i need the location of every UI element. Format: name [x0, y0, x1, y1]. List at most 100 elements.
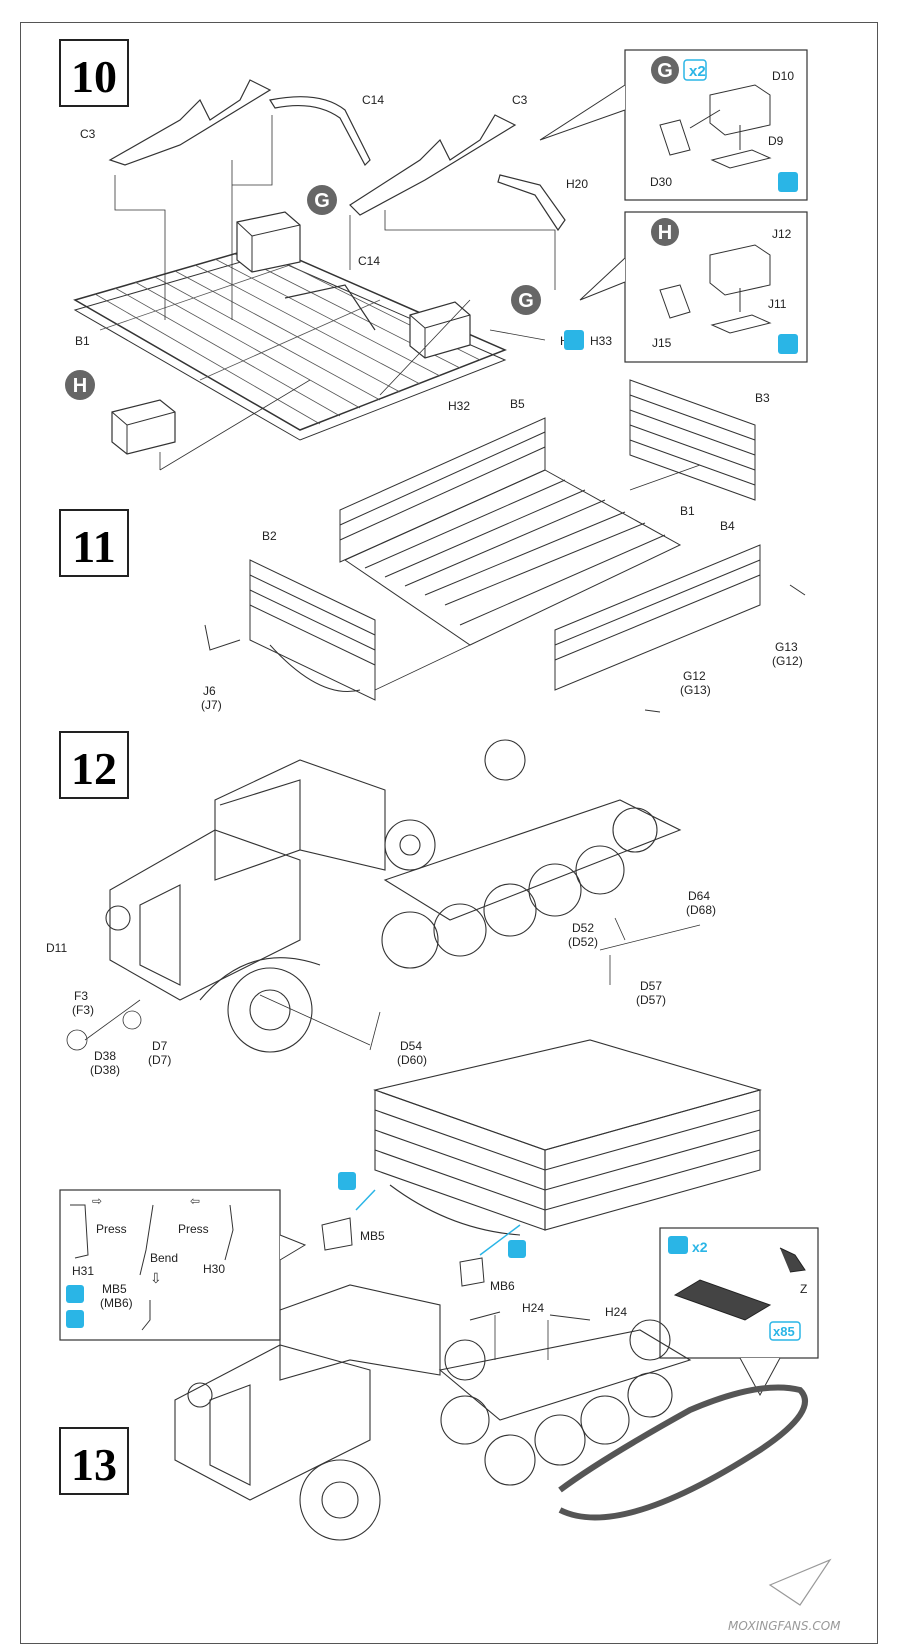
marker-g-2-label: G — [518, 290, 534, 312]
step-10: 10 C3 C14 C3 H20 — [59, 39, 808, 471]
label-d10: D10 — [772, 69, 794, 83]
label-j6: J6 — [203, 684, 216, 698]
halftrack-step12 — [105, 739, 682, 1053]
marker-g-2 — [511, 285, 541, 315]
label-d60: (D60) — [397, 1053, 427, 1067]
step-11: 11 B5 B3 B1 — [59, 379, 806, 713]
label-h30: H30 — [203, 1262, 225, 1276]
cargo-bed — [373, 1039, 762, 1236]
label-d57-alt: (D57) — [636, 993, 666, 1007]
rotate-mark-icon — [564, 330, 584, 350]
label-h24-1: H24 — [522, 1301, 544, 1315]
label-g12-alt: (G12) — [772, 654, 803, 668]
step-12-number: 12 — [71, 743, 117, 794]
label-g13: G13 — [775, 640, 798, 654]
callout-g-qty: x2 — [689, 63, 706, 80]
marker-g-1 — [307, 185, 337, 215]
track-inset: x2 Z x85 — [659, 1227, 819, 1397]
step-10-number: 10 — [71, 51, 117, 102]
glue-icon-3 — [66, 1310, 84, 1328]
glue-icon — [778, 172, 798, 192]
part-b4 — [554, 544, 761, 691]
step-13-number: 13 — [71, 1439, 117, 1490]
part-b1-bed — [343, 469, 682, 646]
heat-icon — [66, 1285, 84, 1303]
label-mb6: MB6 — [490, 1279, 515, 1293]
part-h20 — [497, 174, 566, 232]
step12-labels: D64 (D68) D52 (D52) D57 (D57) D11 F3 (F3… — [46, 889, 716, 1077]
halftrack-step13 — [174, 1284, 808, 1541]
svg-text:⇦: ⇦ — [190, 1194, 200, 1208]
label-press-1: Press — [96, 1222, 127, 1236]
part-box-h — [111, 399, 176, 455]
step12-guides — [66, 917, 701, 1051]
marker-g-1-label: G — [314, 190, 330, 212]
label-c3-right: C3 — [512, 93, 528, 107]
label-g13-alt: (G13) — [680, 683, 711, 697]
part-box-g-lower — [409, 301, 471, 359]
label-press-2: Press — [178, 1222, 209, 1236]
marker-h-label: H — [73, 375, 87, 397]
part-c3-left — [108, 79, 272, 166]
label-c3-left: C3 — [80, 127, 96, 141]
label-b2: B2 — [262, 529, 277, 543]
track-qty-2: x85 — [773, 1324, 795, 1339]
bend-inset: H31 ⇨ Press Bend ⇩ ⇦ Press H30 MB5 (MB6) — [59, 1189, 307, 1341]
label-b3: B3 — [755, 391, 770, 405]
glue-point-1 — [338, 1172, 356, 1190]
part-b5 — [339, 417, 546, 563]
label-b1: B1 — [75, 334, 90, 348]
label-h31: H31 — [72, 1264, 94, 1278]
label-c14-top: C14 — [362, 93, 384, 107]
label-d7-alt: (D7) — [148, 1053, 171, 1067]
step-11-box — [59, 509, 129, 577]
label-d9: D9 — [768, 134, 784, 148]
label-j12: J12 — [772, 227, 792, 241]
label-d38: D38 — [94, 1049, 116, 1063]
label-h24-2: H24 — [605, 1305, 627, 1319]
part-c3-right — [349, 114, 517, 216]
label-d11: D11 — [46, 941, 67, 955]
label-bend: Bend — [150, 1251, 178, 1265]
label-d57: D57 — [640, 979, 662, 993]
callout-h: H J12 J11 J15 — [579, 211, 808, 363]
marker-h — [65, 370, 95, 400]
label-f3: F3 — [74, 989, 88, 1003]
callout-h-letter: H — [658, 222, 672, 244]
label-j15: J15 — [652, 336, 672, 350]
svg-text:⇩: ⇩ — [150, 1270, 162, 1286]
step-12: 12 D64 — [46, 731, 716, 1077]
label-h33: H33 — [590, 334, 612, 348]
callout-g-letter: G — [657, 60, 673, 82]
svg-text:⇨: ⇨ — [92, 1194, 102, 1208]
label-d68: (D68) — [686, 903, 716, 917]
label-b1-bed: B1 — [680, 504, 695, 518]
label-z: Z — [800, 1282, 807, 1296]
step-11-number: 11 — [72, 521, 115, 572]
label-mb5: MB5 — [360, 1229, 385, 1243]
label-inset-mb6: (MB6) — [100, 1296, 133, 1310]
step-10-box — [59, 39, 129, 107]
label-h32: H32 — [448, 399, 470, 413]
label-f3-alt: (F3) — [72, 1003, 94, 1017]
part-b3 — [629, 379, 756, 501]
watermark-text: MOXINGFANS.COM — [728, 1619, 841, 1633]
part-b2 — [249, 559, 376, 701]
watermark: MOXINGFANS.COM — [728, 1558, 841, 1633]
label-d30: D30 — [650, 175, 672, 189]
label-j7: (J7) — [201, 698, 222, 712]
guide-lines — [114, 115, 556, 471]
label-b5: B5 — [510, 397, 525, 411]
label-d52: D52 — [572, 921, 594, 935]
part-box-g-upper — [236, 211, 301, 273]
part-c14-lower — [284, 284, 376, 331]
step-13-box — [59, 1427, 129, 1495]
step-12-box — [59, 731, 129, 799]
glue-point-2 — [508, 1240, 526, 1258]
step-13: 13 MB5 MB6 H31 — [59, 1039, 819, 1541]
label-h20: H20 — [566, 177, 588, 191]
label-d38-alt: (D38) — [90, 1063, 120, 1077]
label-g12: G12 — [683, 669, 706, 683]
